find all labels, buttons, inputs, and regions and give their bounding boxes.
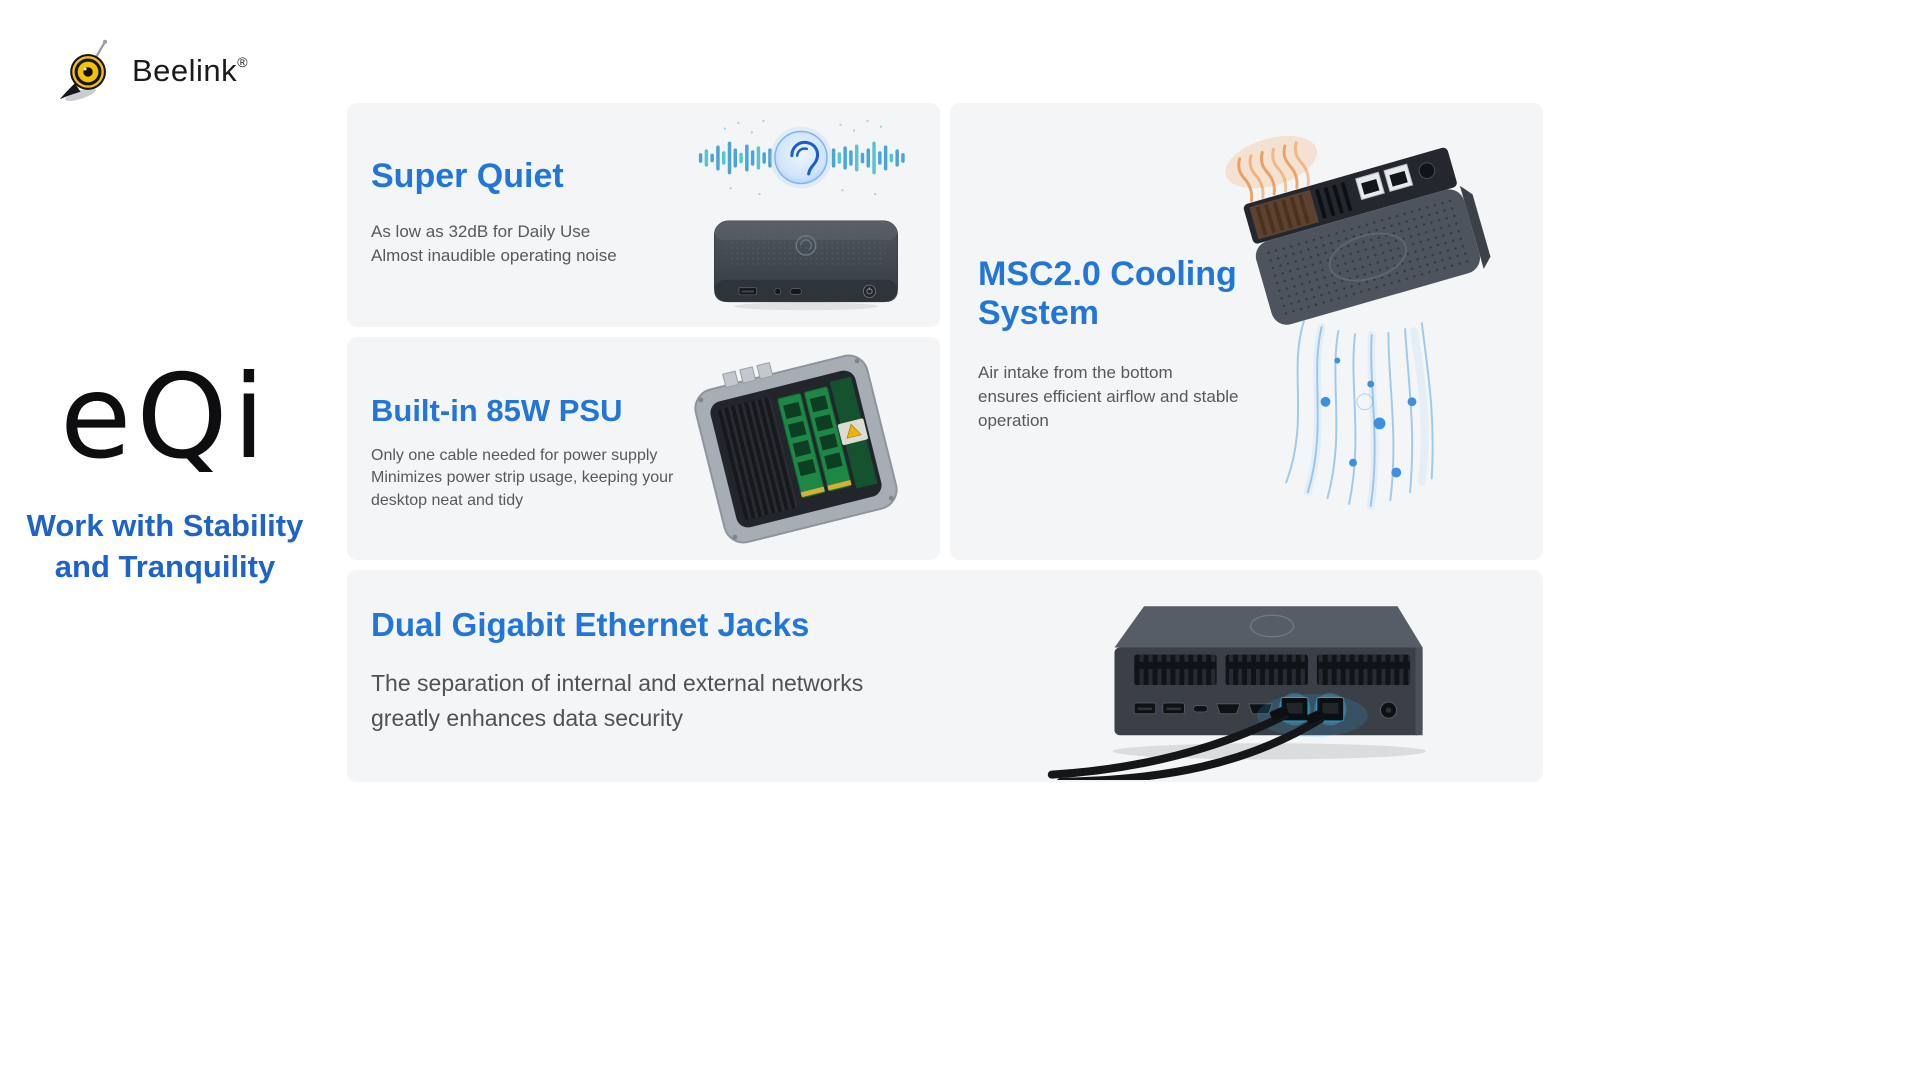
super-quiet-text: Super Quiet As low as 32dB for Daily Use… — [371, 157, 617, 268]
brand: Beelink® — [56, 38, 248, 104]
card-ethernet: Dual Gigabit Ethernet Jacks The separati… — [347, 570, 1543, 782]
rear-vents — [1134, 654, 1411, 686]
cooling-title-line2: System — [978, 294, 1099, 333]
tagline: Work with Stability and Tranquility — [8, 506, 322, 588]
super-quiet-body-line1: As low as 32dB for Daily Use — [371, 222, 591, 241]
psu-body-line2: Minimizes power strip usage, keeping you… — [371, 469, 674, 487]
pc-internals-image — [694, 354, 898, 544]
ethernet-body-line2: greatly enhances data security — [371, 704, 683, 731]
hero: eQi Work with Stability and Tranquility — [8, 360, 322, 588]
cooling-title: MSC2.0 Cooling System — [978, 255, 1258, 333]
cooling-text: MSC2.0 Cooling System Air intake from th… — [978, 255, 1258, 434]
mini-pc-front-image — [714, 220, 898, 311]
psu-text: Built-in 85W PSU Only one cable needed f… — [371, 393, 673, 512]
beelink-logo-icon — [59, 39, 108, 101]
ethernet-ports-image — [1047, 606, 1427, 780]
soundwave-ear-illustration — [695, 111, 907, 205]
registered-mark: ® — [237, 54, 249, 70]
ethernet-body-line1: The separation of internal and external … — [371, 670, 864, 696]
card-cooling: MSC2.0 Cooling System Air intake from th… — [950, 103, 1543, 560]
psu-body-line1: Only one cable needed for power supply — [371, 447, 658, 464]
tagline-line2: and Tranquility — [54, 548, 276, 584]
ear-icon — [790, 140, 820, 176]
ethernet-cables — [1047, 711, 1325, 780]
brand-wordmark: Beelink — [132, 53, 238, 88]
feature-cards: Super Quiet As low as 32dB for Daily Use… — [347, 103, 1543, 782]
cooling-body-line2: ensures efficient airflow and stable ope… — [978, 387, 1239, 431]
super-quiet-body-line2: Almost inaudible operating noise — [371, 246, 617, 266]
brand-name: Beelink® — [132, 53, 248, 89]
ethernet-ports-illustration — [1025, 574, 1487, 780]
ethernet-text: Dual Gigabit Ethernet Jacks The separati… — [371, 606, 863, 735]
rear-ports — [1133, 701, 1398, 719]
psu-body-line3: desktop neat and tidy — [371, 491, 524, 509]
mini-pc-front-illustration — [709, 197, 903, 315]
tagline-line1: Work with Stability — [26, 508, 304, 543]
cooling-airflow-image — [1225, 136, 1491, 510]
product-logo: eQi — [60, 350, 270, 485]
cooling-body: Air intake from the bottom ensures effic… — [978, 361, 1258, 433]
soundwave-ear-icon — [698, 119, 905, 196]
ethernet-title: Dual Gigabit Ethernet Jacks — [371, 606, 810, 643]
ram-sticks — [777, 386, 852, 499]
cooling-airflow-illustration — [1176, 107, 1534, 559]
psu-title: Built-in 85W PSU — [371, 393, 623, 428]
card-psu: Built-in 85W PSU Only one cable needed f… — [347, 337, 940, 560]
cooling-title-line1: MSC2.0 Cooling — [978, 255, 1237, 293]
psu-body: Only one cable needed for power supply M… — [371, 445, 673, 512]
card-super-quiet: Super Quiet As low as 32dB for Daily Use… — [347, 103, 940, 327]
pc-internals-illustration — [677, 341, 915, 557]
super-quiet-body: As low as 32dB for Daily Use Almost inau… — [371, 220, 617, 268]
ethernet-body: The separation of internal and external … — [371, 666, 863, 735]
cooling-body-line1: Air intake from the bottom — [978, 363, 1173, 383]
super-quiet-title: Super Quiet — [371, 157, 564, 195]
